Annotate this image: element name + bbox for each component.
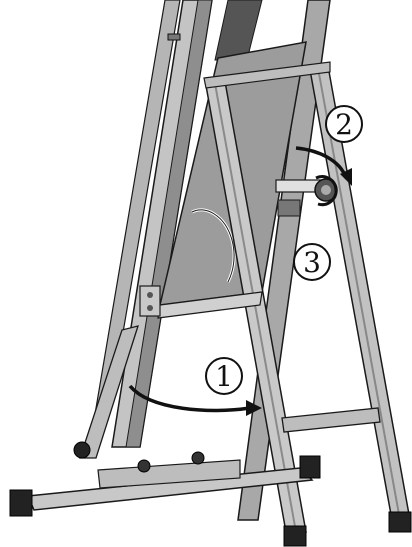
base-frame: [26, 459, 314, 511]
foot-front: [283, 525, 307, 547]
wheel: [73, 441, 91, 459]
svg-text:1: 1: [215, 360, 233, 393]
step-callout-1: 1: [205, 357, 243, 395]
lever-arm: [79, 325, 139, 459]
foot-base-right: [299, 455, 321, 479]
step-callout-3: 3: [293, 243, 331, 281]
locking-pin-assembly: [275, 178, 338, 217]
step-callout-2: 2: [325, 105, 363, 143]
foot-rear: [388, 511, 412, 533]
knob-rotation-arrow: [315, 175, 338, 207]
knob-left: [137, 459, 151, 473]
foot-left: [9, 489, 33, 517]
svg-text:3: 3: [303, 246, 321, 279]
leg-crossbar: [281, 407, 381, 433]
rear-rail: [93, 0, 213, 448]
knob-right: [191, 451, 205, 465]
arrow-step-1: [128, 384, 251, 413]
hinge-bracket: [139, 285, 161, 317]
top-stud: [167, 33, 181, 41]
top-crossbar: [203, 61, 331, 89]
svg-text:2: 2: [335, 108, 353, 141]
